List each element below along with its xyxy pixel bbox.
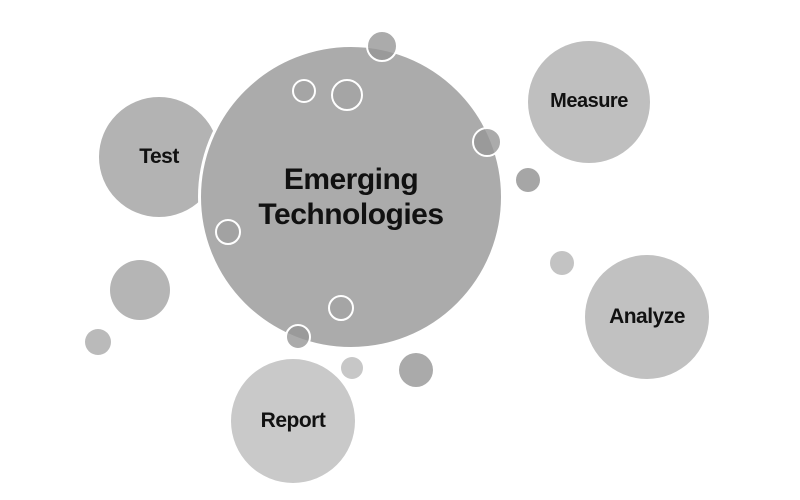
bubble-analyze-label: Analyze bbox=[609, 304, 685, 328]
satellite-circle-top bbox=[366, 30, 398, 62]
decorative-dot-right-light bbox=[550, 251, 574, 275]
bubble-emerging-technologies-label: Emerging bbox=[283, 162, 419, 196]
bubble-analyze[interactable]: Analyze bbox=[585, 255, 709, 379]
decorative-circle-left bbox=[110, 260, 170, 320]
ring-circle-upper-left bbox=[292, 79, 316, 103]
ring-circle-upper-mid bbox=[331, 79, 363, 111]
bubble-emerging-technologies-label: Technologies bbox=[258, 198, 444, 231]
satellite-circle-bottom-dark bbox=[285, 324, 311, 350]
ring-circle-left bbox=[215, 219, 241, 245]
decorative-dot-lower-left bbox=[85, 329, 111, 355]
bubble-measure-label: Measure bbox=[550, 90, 628, 113]
decorative-dot-bottom-dark bbox=[399, 353, 433, 387]
bubble-measure[interactable]: Measure bbox=[528, 41, 650, 163]
ring-circle-bottom bbox=[328, 295, 354, 321]
decorative-dot-bottom-light bbox=[341, 357, 363, 379]
bubble-test-label: Test bbox=[139, 144, 179, 168]
bubble-test[interactable]: Test bbox=[99, 97, 219, 217]
decorative-dot-mid-right-dark bbox=[516, 168, 540, 192]
satellite-circle-right bbox=[472, 127, 502, 157]
bubble-report[interactable]: Report bbox=[231, 359, 355, 483]
bubble-report-label: Report bbox=[260, 408, 326, 432]
